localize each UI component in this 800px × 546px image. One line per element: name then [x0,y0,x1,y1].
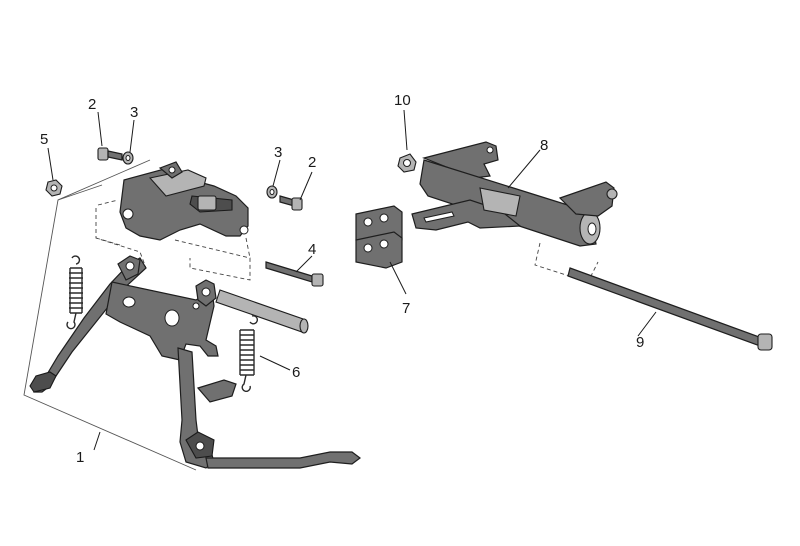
callout-7: 7 [402,300,410,317]
callout-6: 6 [292,364,300,381]
callout-2-top: 2 [88,96,96,113]
callout-3-top: 3 [130,104,138,121]
callout-4: 4 [308,241,316,258]
pivot-pin [215,289,309,334]
part-8-engine-bracket [411,141,618,247]
part-9-long-bolt [567,267,773,351]
callout-1: 1 [76,449,84,466]
part-7-rubber-block [355,205,403,269]
nut-5 [45,179,63,197]
callout-8: 8 [540,137,548,154]
callout-2-right: 2 [308,154,316,171]
part-10-nut [397,153,417,173]
part-6-spring [239,315,258,392]
part-1-centre-stand [29,255,361,469]
part-bracket-upper [119,161,249,241]
alignment-dashes [95,199,599,283]
callout-5: 5 [40,131,48,148]
stand-assembly-frame [23,159,197,471]
screw-washer-top [97,147,134,165]
callout-9: 9 [636,334,644,351]
leader-lines [47,109,657,451]
left-spring [66,255,83,330]
callout-10: 10 [394,92,411,109]
callout-3-right: 3 [274,144,282,161]
screw-washer-right [266,185,303,211]
bolt-4 [265,261,324,287]
